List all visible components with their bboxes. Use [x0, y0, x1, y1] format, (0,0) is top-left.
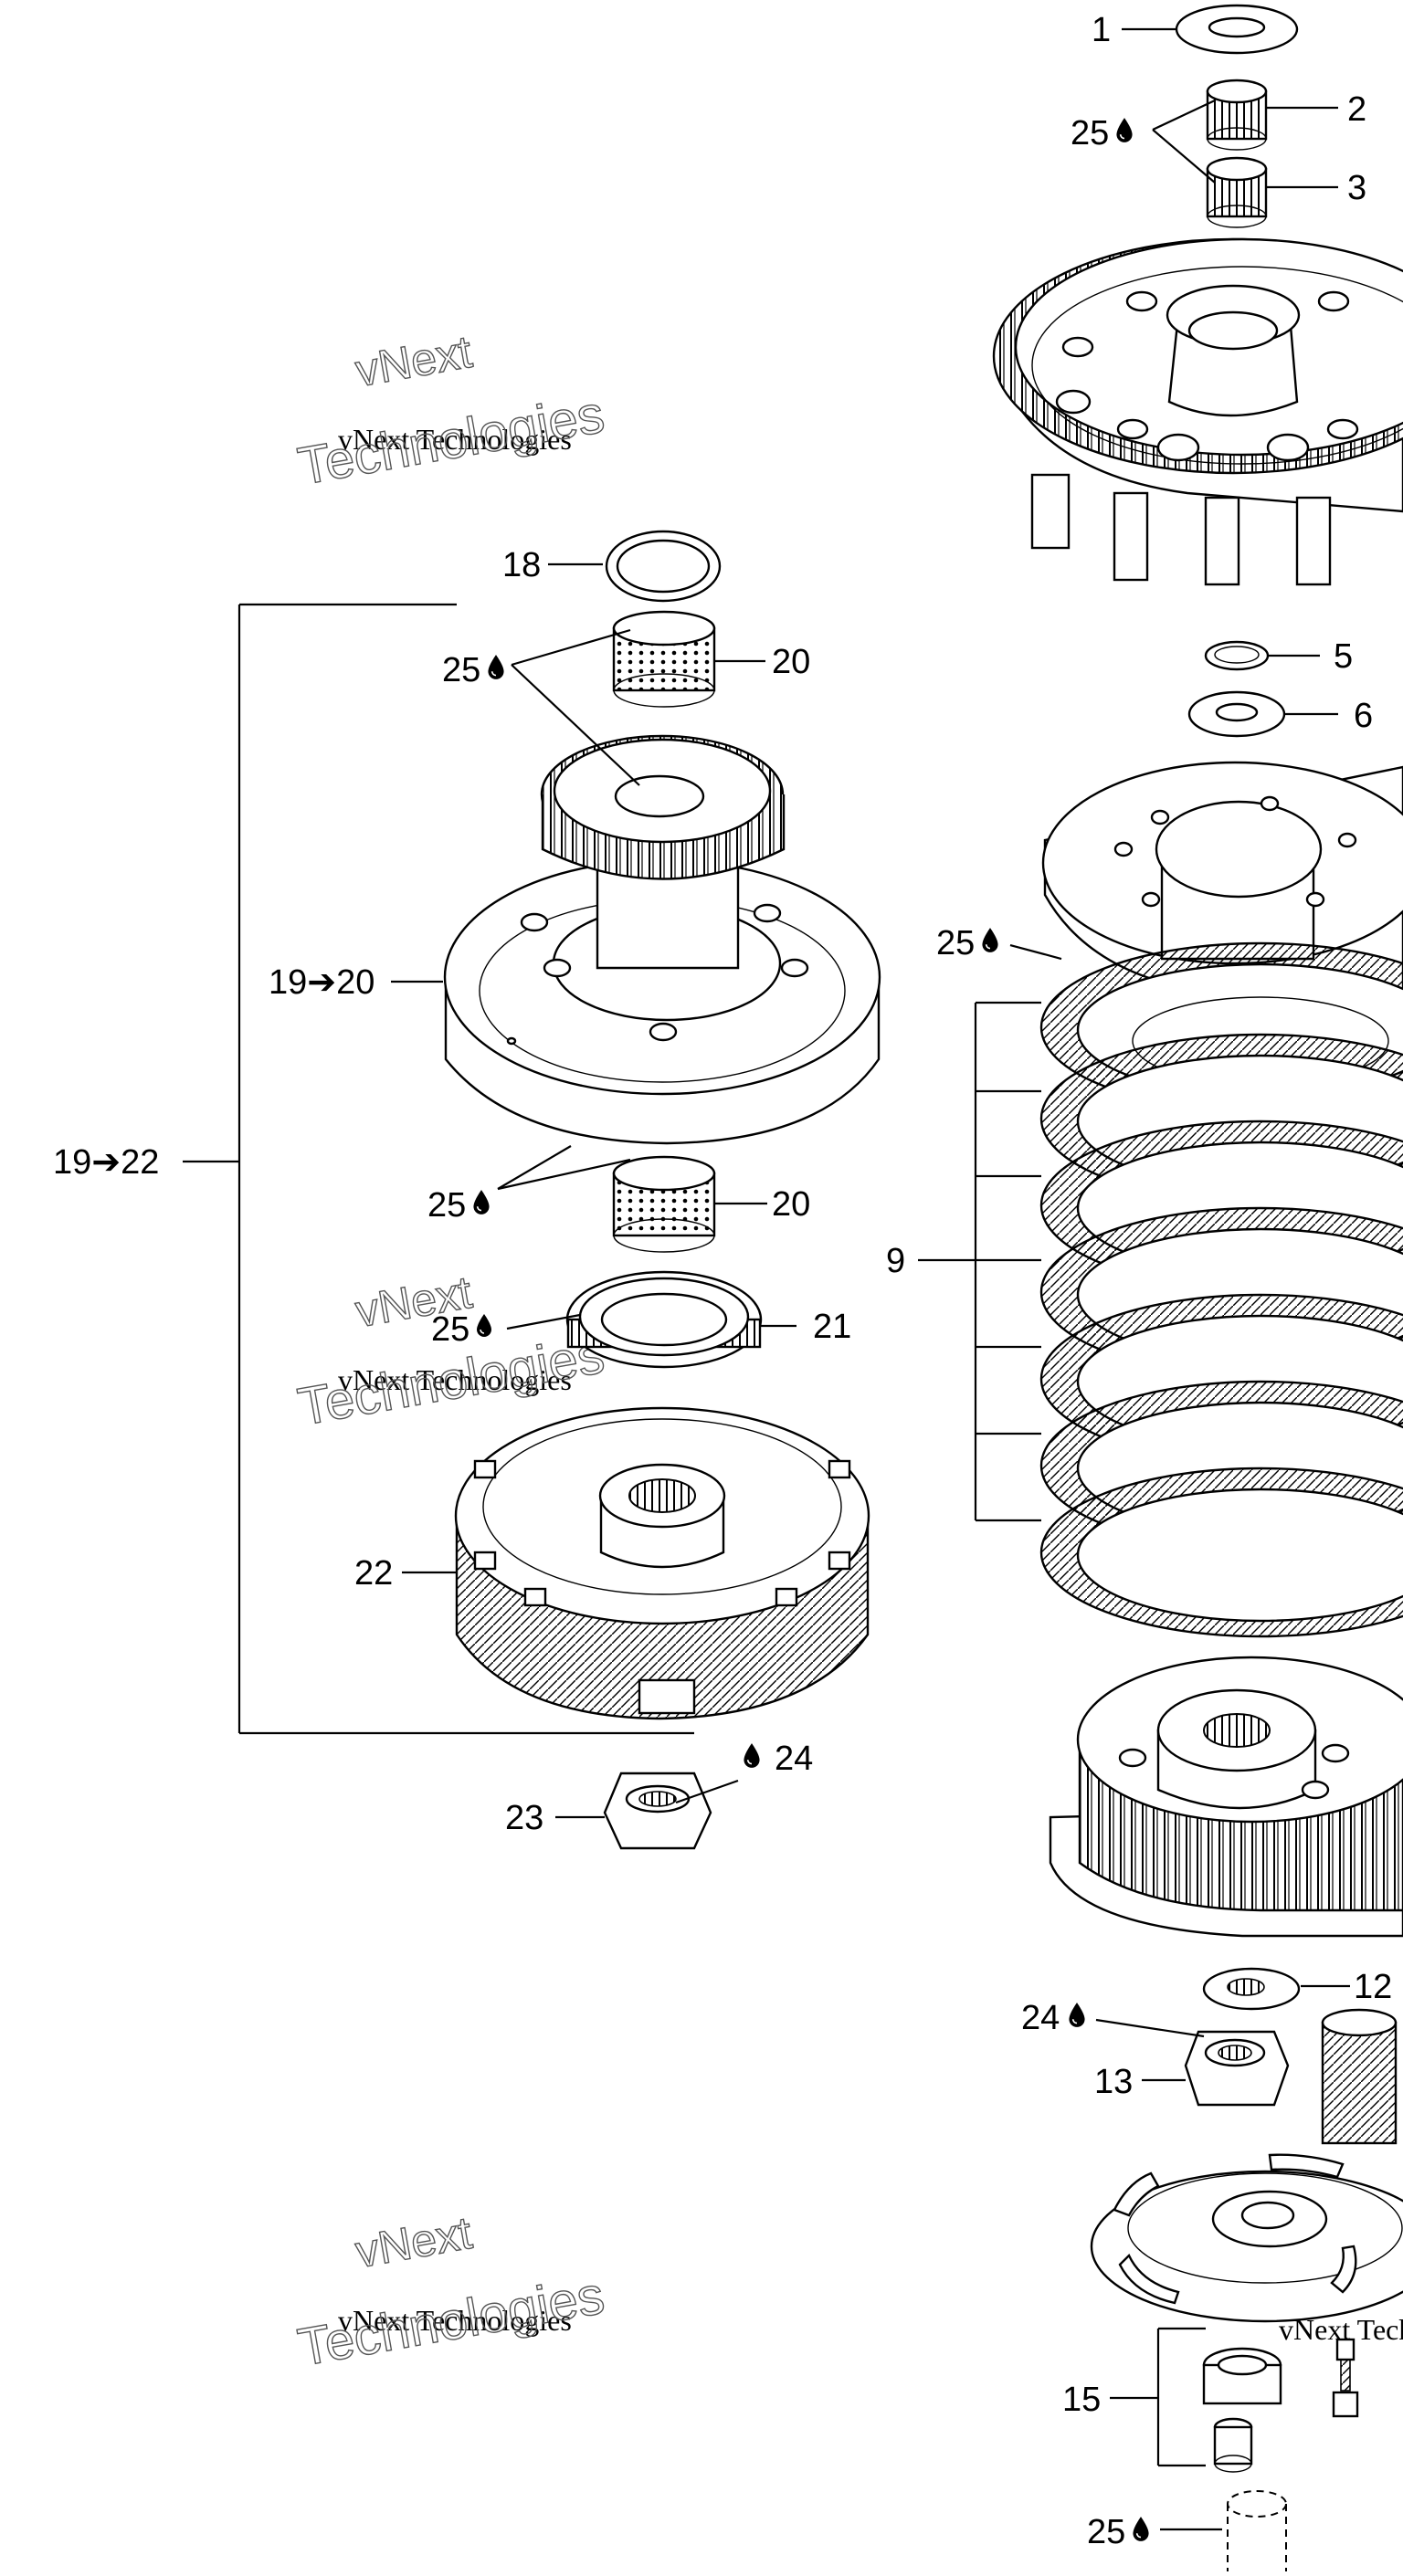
callout-5: 5 — [1334, 637, 1353, 676]
part-inner-clutch-hub — [1049, 1656, 1403, 1938]
callout-22: 22 — [354, 1554, 393, 1593]
part-3-needle-bearing — [1206, 156, 1268, 228]
callout-9: 9 — [886, 1242, 905, 1280]
callout-1: 1 — [1092, 11, 1111, 49]
part-9-clutch-plate-stack — [1039, 941, 1403, 1638]
part-21-sprag-clutch — [565, 1270, 763, 1369]
callout-12: 12 — [1354, 1968, 1392, 2006]
oil-drop-icon — [1132, 2516, 1150, 2542]
oil-drop-icon — [472, 1189, 491, 1215]
watermark-technologies: Technologies — [294, 2266, 609, 2378]
callout-20-lower: 20 — [772, 1185, 810, 1224]
part-spring — [1321, 2008, 1398, 2145]
part-clutch-housing-gear — [992, 237, 1403, 586]
callout-19-20: 19➔20 — [269, 963, 374, 1002]
leader-lines — [183, 27, 1350, 2531]
callout-20-upper: 20 — [772, 643, 810, 681]
callout-lub-f: 25 — [1087, 2513, 1125, 2551]
part-20-bushing-upper — [612, 610, 716, 708]
callout-15: 15 — [1062, 2381, 1101, 2419]
oil-drop-icon — [1115, 117, 1134, 143]
callout-lub-a: 25 — [1071, 114, 1109, 152]
callout-labels: 1 2 3 25 5 6 25 9 12 24 13 15 25 18 20 2… — [53, 11, 1392, 2551]
callout-18: 18 — [502, 546, 541, 584]
part-20-bushing-lower — [612, 1155, 716, 1253]
watermark-name: vNext Technologies — [338, 1363, 572, 1396]
callout-2: 2 — [1347, 90, 1366, 129]
watermark-technologies: Technologies — [294, 384, 609, 497]
oil-drop-icon — [476, 1313, 492, 1338]
callout-6: 6 — [1354, 697, 1373, 735]
oil-drop-icon — [487, 654, 505, 680]
part-18-washer — [605, 530, 722, 603]
watermark-top: vNext vNext Technologies Technologies — [293, 325, 609, 497]
callout-24b: 24 — [1021, 1999, 1060, 2037]
part-19-starter-gear-housing — [443, 734, 881, 1145]
callout-3: 3 — [1347, 169, 1366, 207]
callout-lub-e: 25 — [431, 1310, 469, 1349]
part-23-nut — [603, 1772, 712, 1850]
part-1-thrust-washer — [1175, 4, 1299, 55]
callout-19-22: 19➔22 — [53, 1143, 159, 1182]
watermark-vnext: vNext — [352, 326, 476, 396]
callout-lub-b: 25 — [936, 924, 975, 962]
watermark-vnext: vNext — [352, 2207, 476, 2277]
oil-drop-icon — [743, 1742, 761, 1769]
part-13-nut — [1184, 2030, 1290, 2107]
part-bolt — [1332, 2338, 1359, 2418]
part-6-washer — [1187, 690, 1286, 738]
watermark-name: vNext Technologies — [338, 423, 572, 456]
part-15-bearing-group — [1202, 2347, 1282, 2473]
callout-13: 13 — [1094, 2063, 1133, 2101]
watermark-name: vNext Technologies — [338, 2304, 572, 2337]
part-22-outer-clutch — [454, 1406, 870, 1720]
oil-drop-icon — [1068, 2002, 1086, 2028]
part-12-lock-washer — [1202, 1967, 1301, 2011]
part-pushrod — [1227, 2490, 1287, 2571]
oil-drop-icon — [981, 927, 999, 953]
part-5-o-ring — [1204, 640, 1270, 671]
callout-23: 23 — [505, 1799, 543, 1837]
clutch-plate — [1039, 1467, 1403, 1638]
callout-lub-d: 25 — [427, 1186, 466, 1225]
part-2-needle-bearing — [1206, 79, 1268, 151]
watermark-bottom: vNext vNext Technologies Technologies — [293, 2206, 609, 2378]
callout-lub-c: 25 — [442, 651, 480, 689]
part-spring-plate — [1090, 2153, 1403, 2323]
callout-21: 21 — [813, 1308, 851, 1346]
callout-24: 24 — [775, 1740, 813, 1778]
